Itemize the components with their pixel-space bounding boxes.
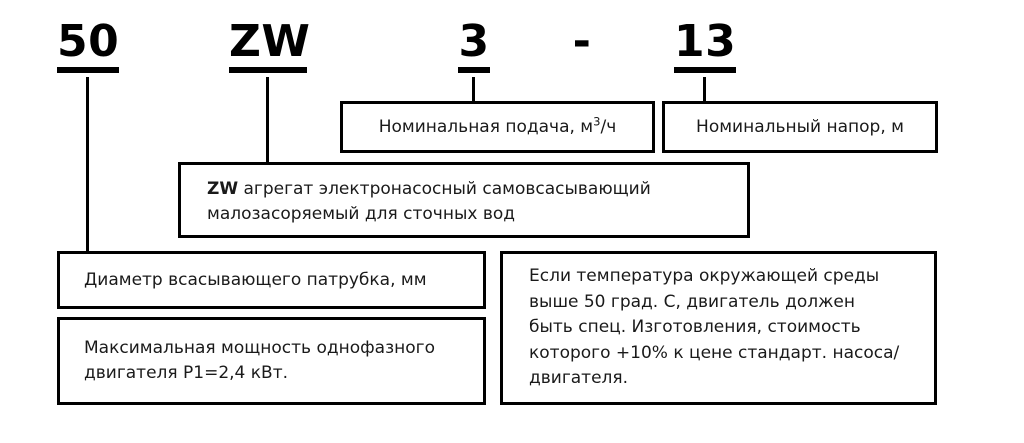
code-token-label: 13: [674, 16, 737, 67]
box-max-power: Максимальная мощность однофазного двигат…: [57, 317, 486, 405]
nominal-flow-suffix: /ч: [600, 116, 617, 137]
series-code-label: ZW: [207, 179, 239, 199]
box-nominal-flow: Номинальная подача, м3/ч: [340, 101, 655, 153]
box-temperature-note-text: Если температура окружающей среды выше 5…: [529, 266, 900, 389]
box-nominal-flow-text: Номинальная подача, м3/ч: [343, 115, 652, 140]
box-temperature-note: Если температура окружающей среды выше 5…: [500, 251, 937, 405]
nominal-flow-prefix: Номинальная подача, м: [378, 116, 594, 137]
code-token-suction-diameter: 50: [57, 20, 119, 73]
code-token-separator: -: [567, 20, 597, 64]
code-token-label: -: [572, 16, 592, 67]
box-nominal-head-text: Номинальный напор, м: [696, 116, 904, 137]
code-token-head: 13: [674, 20, 736, 73]
code-token-label: ZW: [229, 16, 311, 67]
code-token-label: 3: [458, 16, 490, 67]
nominal-flow-superscript: 3: [593, 114, 601, 129]
box-suction-diameter-text: Диаметр всасывающего патрубка, мм: [84, 269, 427, 290]
box-nominal-head: Номинальный напор, м: [662, 101, 938, 153]
connector-suction-diameter: [86, 77, 89, 252]
box-series-description-text: ZW агрегат электронасосный самовсасывающ…: [181, 165, 747, 226]
code-token-label: 50: [57, 16, 120, 67]
box-series-description: ZW агрегат электронасосный самовсасывающ…: [178, 162, 750, 238]
code-token-flow: 3: [458, 20, 490, 73]
series-description-rest: агрегат электронасосный самовсасывающий …: [207, 179, 651, 224]
code-token-series: ZW: [229, 20, 310, 73]
box-max-power-text: Максимальная мощность однофазного двигат…: [84, 338, 435, 383]
box-suction-diameter: Диаметр всасывающего патрубка, мм: [57, 251, 486, 309]
connector-flow: [472, 77, 475, 103]
connector-series: [266, 77, 269, 164]
connector-head: [703, 77, 706, 103]
